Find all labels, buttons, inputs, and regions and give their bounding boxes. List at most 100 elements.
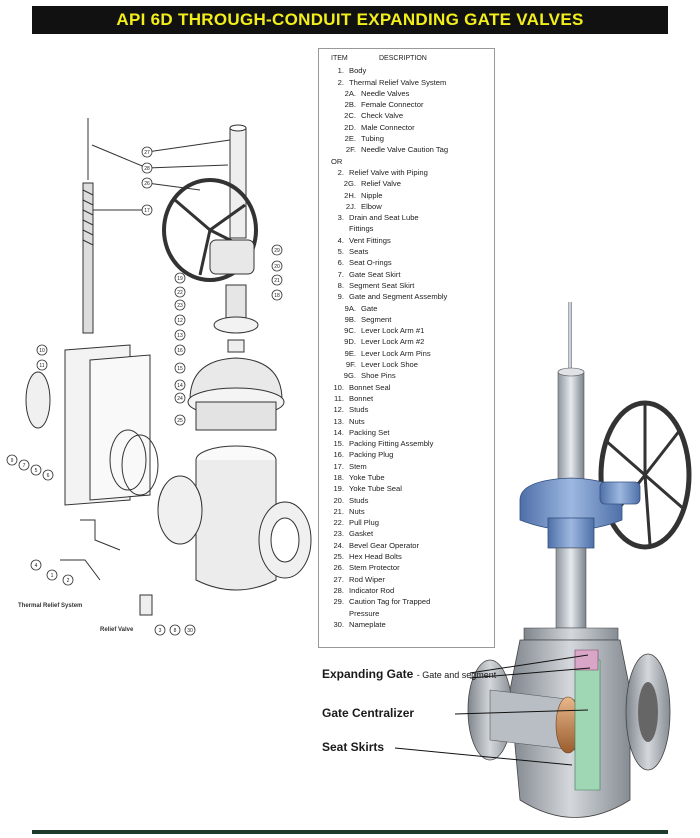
- footer-bar: [32, 830, 668, 834]
- cutaway-indicator-rod: [568, 302, 572, 372]
- callout-number: 5: [35, 468, 38, 474]
- item-column-header: ITEM: [331, 55, 348, 62]
- parts-item-number: 12.: [333, 405, 344, 415]
- parts-item-description: Relief Valve with Piping: [349, 167, 428, 177]
- parts-row: 20.Studs: [319, 495, 494, 506]
- parts-row: 24.Bevel Gear Operator: [319, 540, 494, 551]
- gate-centralizer-caption: Gate Centralizer: [322, 706, 415, 720]
- title-banner: API 6D THROUGH-CONDUIT EXPANDING GATE VA…: [32, 6, 668, 34]
- parts-item-description: Bonnet Seal: [349, 382, 391, 392]
- callout-number: 14: [177, 383, 183, 389]
- parts-row: 6.Seat O-rings: [319, 257, 494, 268]
- parts-row: 2J.Elbow: [319, 201, 494, 212]
- cutaway-yoke-tube: [555, 547, 587, 629]
- parts-item-number: 2C.: [344, 111, 356, 121]
- parts-row: 9F.Lever Lock Shoe: [319, 359, 494, 370]
- parts-row: 29. Caution Tag for Trapped: [319, 596, 494, 607]
- callout-number: 23: [177, 303, 183, 309]
- callout-number: 2: [67, 578, 70, 584]
- parts-item-number: 2.: [337, 77, 344, 87]
- parts-item-description: Lever Lock Arm #2: [361, 337, 425, 347]
- parts-row: 9A.Gate: [319, 303, 494, 314]
- parts-item-description: Relief Valve: [361, 179, 401, 189]
- callout-number: 4: [35, 563, 38, 569]
- parts-item-number: 2.: [337, 167, 344, 177]
- callout-number: 28: [144, 166, 150, 172]
- parts-item-number: 18.: [333, 472, 344, 482]
- parts-row: 2G.Relief Valve: [319, 178, 494, 189]
- parts-row: 9. Gate and Segment Assembly: [319, 291, 494, 302]
- callout-number: 27: [144, 150, 150, 156]
- parts-item-description: Caution Tag for Trapped: [349, 597, 431, 607]
- parts-item-description: Check Valve: [361, 111, 404, 121]
- parts-row: 27.Rod Wiper: [319, 574, 494, 585]
- callout-number: 20: [274, 264, 280, 270]
- parts-item-description: Nuts: [349, 506, 365, 516]
- parts-item-number: 9F.: [345, 360, 356, 370]
- parts-row: 9C.Lever Lock Arm #1: [319, 325, 494, 336]
- callout-number: 12: [177, 318, 183, 324]
- parts-row: 21.Nuts: [319, 506, 494, 517]
- parts-item-number: 9D.: [344, 337, 356, 347]
- parts-item-number: 27.: [333, 574, 344, 584]
- parts-item-number: 3.: [337, 213, 344, 223]
- parts-row: 23.Gasket: [319, 528, 494, 539]
- parts-item-number: 9B.: [344, 314, 356, 324]
- parts-row: 2C. Check Valve: [319, 110, 494, 121]
- parts-item-number: 9C.: [344, 326, 356, 336]
- parts-item-description: Gate and Segment Assembly: [349, 292, 448, 302]
- callout-number: 3: [159, 628, 162, 634]
- parts-row: 2F.Needle Valve Caution Tag: [319, 144, 494, 155]
- parts-item-number: 2H.: [344, 190, 356, 200]
- parts-item-description: Packing Fitting Assembly: [349, 439, 434, 449]
- relief-valve: [139, 594, 153, 616]
- parts-item-number: 25.: [333, 552, 344, 562]
- parts-item-number: 2E.: [344, 134, 356, 144]
- parts-row: 25. Hex Head Bolts: [319, 551, 494, 562]
- parts-item-number: 8.: [337, 280, 344, 290]
- parts-item-number: 15.: [333, 439, 344, 449]
- body: [195, 460, 277, 591]
- parts-list-header: ITEM DESCRIPTION: [319, 53, 494, 64]
- parts-row: 11.Bonnet: [319, 393, 494, 404]
- parts-item-number: 9.: [337, 292, 344, 302]
- callout-number: 25: [177, 418, 183, 424]
- parts-item-description: Yoke Tube Seal: [349, 484, 402, 494]
- parts-row: 14.Packing Set: [319, 427, 494, 438]
- flange-left: [157, 475, 203, 545]
- parts-item-description: Hex Head Bolts: [349, 552, 402, 562]
- parts-row: 17. Stem: [319, 461, 494, 472]
- parts-item-description: Gasket: [349, 529, 374, 539]
- parts-row: 4.Vent Fittings: [319, 235, 494, 246]
- parts-row: 10.Bonnet Seal: [319, 382, 494, 393]
- parts-item-description: Stem: [349, 461, 367, 471]
- parts-item-number: 2J.: [345, 201, 356, 211]
- parts-item-description: Seats: [349, 247, 369, 257]
- segment-plate: [89, 354, 151, 501]
- parts-row: 2E.Tubing: [319, 133, 494, 144]
- parts-item-description: Needle Valves: [361, 88, 410, 98]
- parts-row: 28.Indicator Rod: [319, 585, 494, 596]
- parts-item-number: 9E.: [344, 348, 356, 358]
- parts-item-number: 28.: [333, 585, 344, 595]
- parts-row: 22.Pull Plug: [319, 517, 494, 528]
- parts-item-description: Segment: [361, 314, 392, 324]
- parts-item-description: Seat O-rings: [349, 258, 392, 268]
- seat-2: [121, 434, 159, 496]
- callout-number: 9: [11, 458, 14, 464]
- parts-item-description: Gate: [361, 303, 378, 313]
- expanding-gate-caption: Expanding Gate - Gate and segment: [322, 667, 496, 681]
- cutaway-handwheel: [598, 400, 692, 550]
- parts-item-number: 17.: [333, 461, 344, 471]
- callout-number: 10: [39, 348, 45, 354]
- parts-item-description: Needle Valve Caution Tag: [361, 145, 449, 155]
- parts-item-number: 29.: [333, 597, 344, 607]
- parts-item-description: Nuts: [349, 416, 365, 426]
- parts-item-number: 2B.: [344, 100, 356, 110]
- parts-row: 1.Body: [319, 65, 494, 76]
- parts-item-number: 20.: [333, 495, 344, 505]
- thermal-relief-label: Thermal Relief System: [18, 603, 83, 609]
- callout-number: 30: [187, 628, 193, 634]
